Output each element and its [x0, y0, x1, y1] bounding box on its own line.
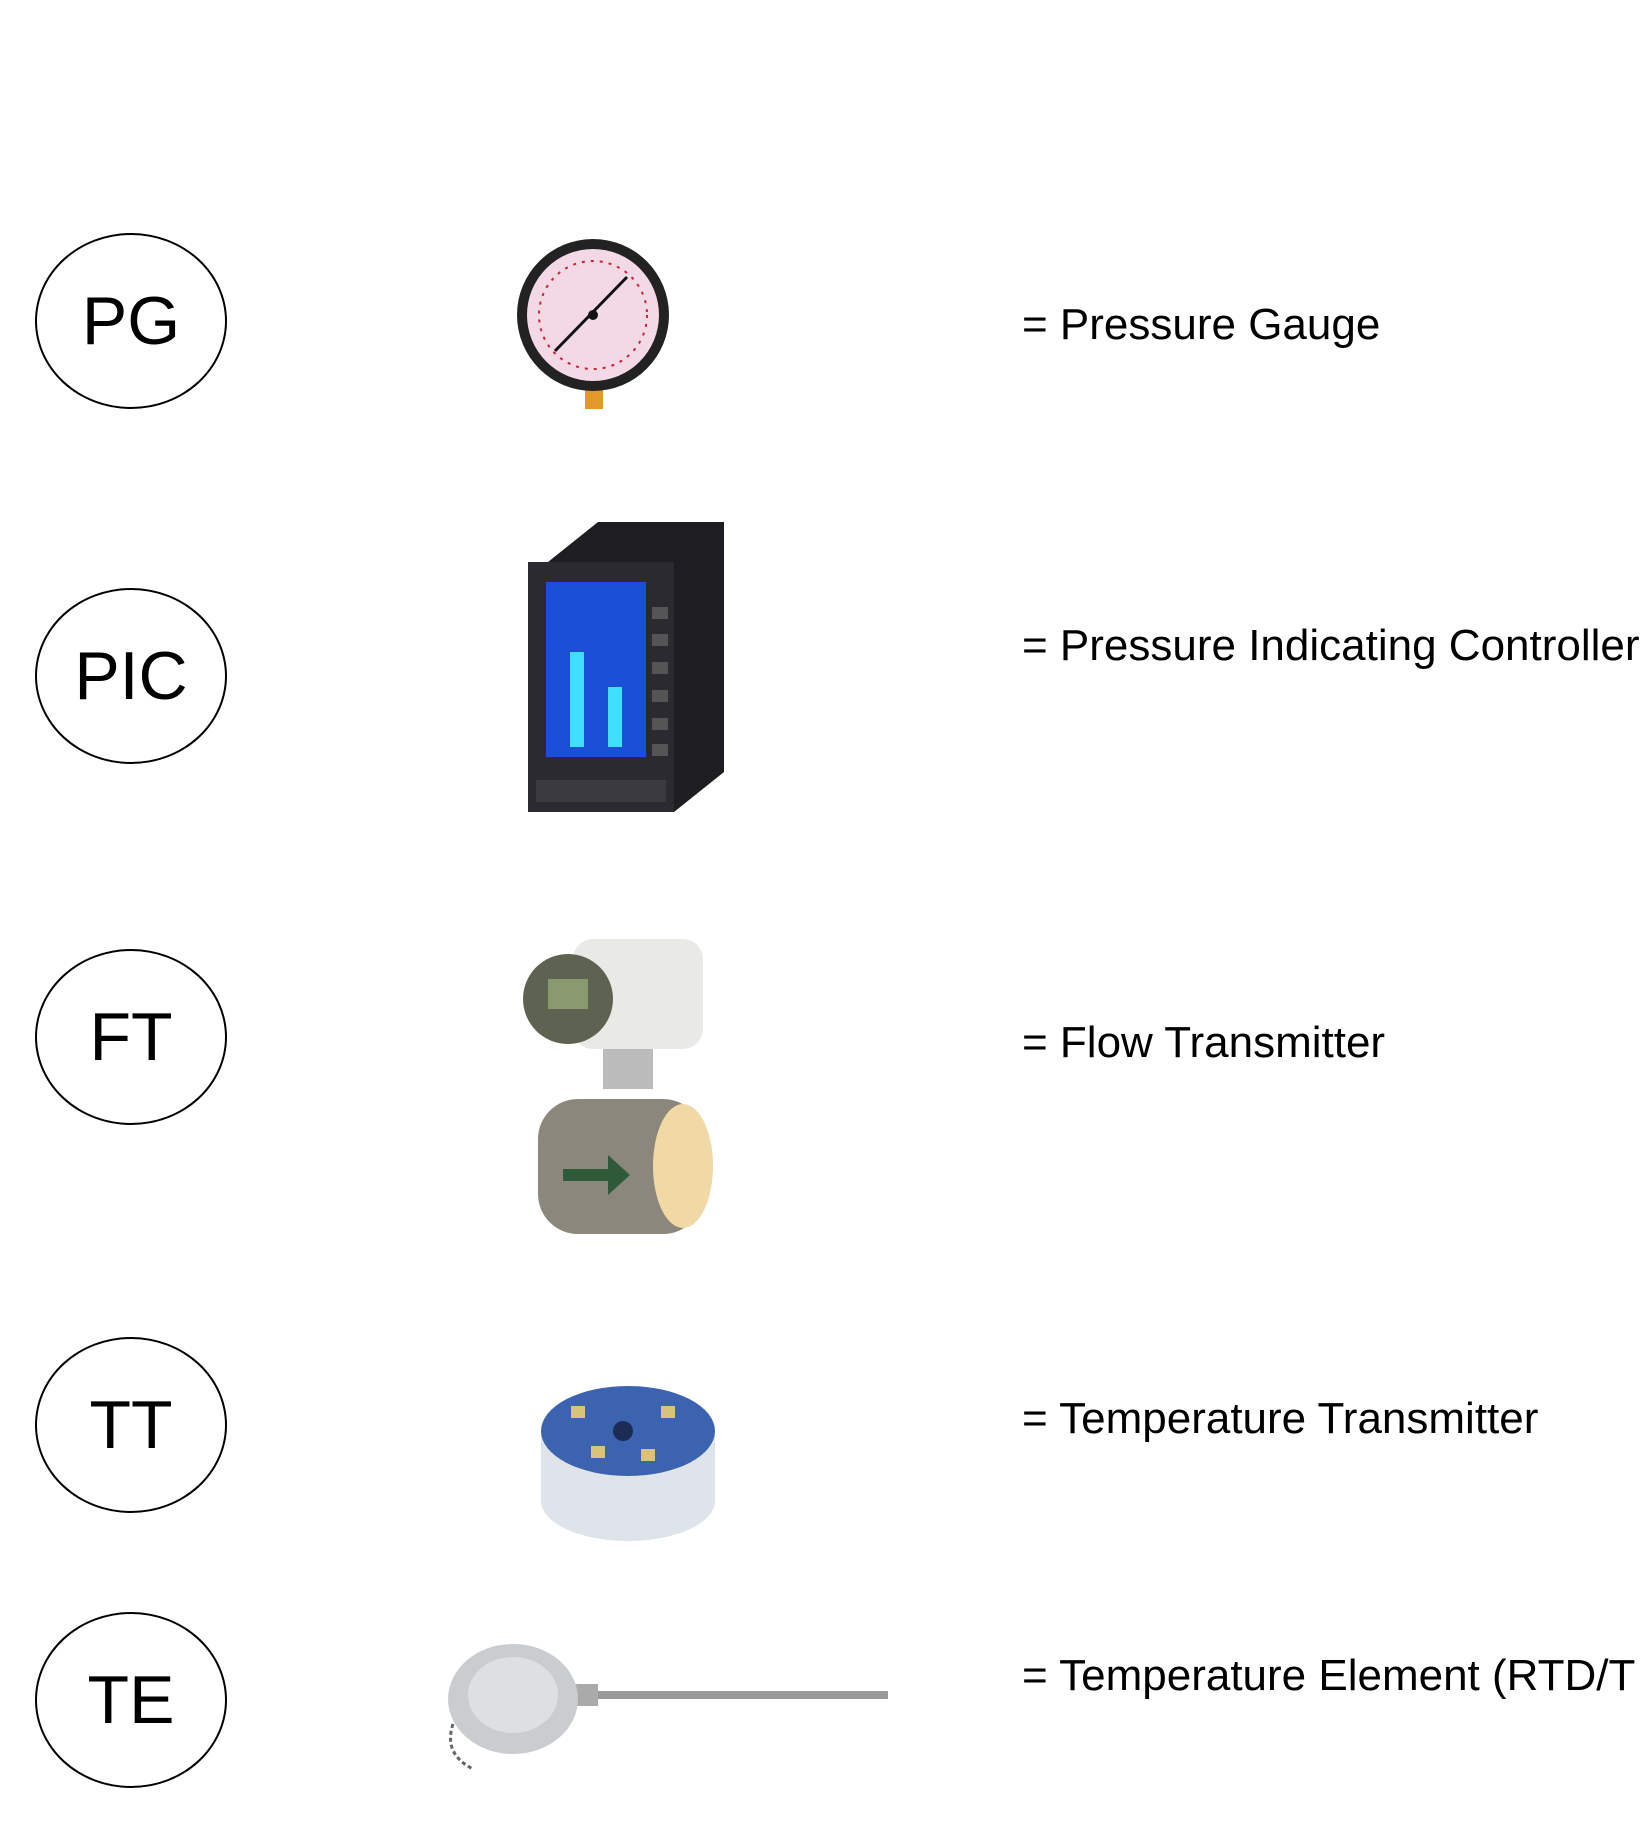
tag-bubble-pic: PIC	[35, 588, 227, 764]
tag-text: PG	[81, 283, 181, 359]
tag-bubble-pg: PG	[35, 233, 227, 409]
tag-bubble-te: TE	[35, 1612, 227, 1788]
description-tt: = Temperature Transmitter	[1022, 1394, 1539, 1443]
description-ft: = Flow Transmitter	[1022, 1018, 1386, 1067]
tag-bubble-ft: FT	[35, 949, 227, 1125]
temperature-element-icon	[448, 1644, 888, 1771]
pressure-gauge-icon	[517, 239, 669, 409]
tag-bubble-tt: TT	[35, 1337, 227, 1513]
flow-transmitter-icon	[523, 939, 713, 1234]
controller-icon	[528, 522, 724, 812]
tag-text: FT	[89, 999, 173, 1075]
description-pic: = Pressure Indicating Controller	[1022, 621, 1640, 670]
temperature-transmitter-icon	[541, 1386, 715, 1541]
description-te: = Temperature Element (RTD/T	[1022, 1651, 1636, 1700]
tag-text: TE	[87, 1662, 175, 1738]
description-pg: = Pressure Gauge	[1022, 300, 1381, 349]
tag-text: PIC	[74, 638, 188, 714]
tag-text: TT	[89, 1387, 173, 1463]
